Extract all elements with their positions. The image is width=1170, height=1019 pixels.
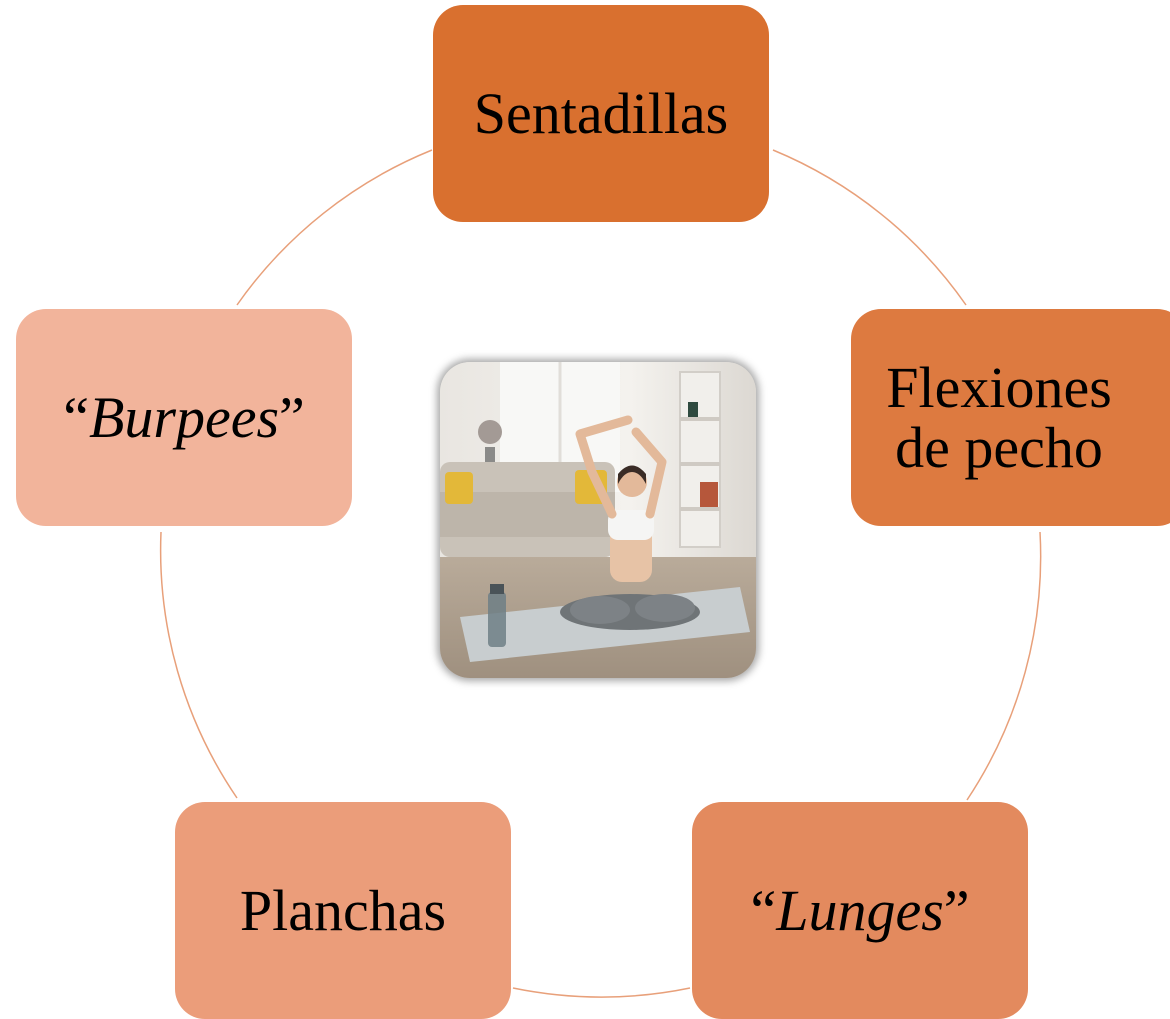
node-burpees: “Burpees” (16, 309, 352, 526)
ring-arc-left-top (236, 149, 433, 306)
ring-arc-bottom (512, 987, 691, 998)
node-label: “Burpees” (63, 384, 305, 450)
node-planchas: Planchas (175, 802, 511, 1019)
ring-arc-left-bottom (159, 531, 238, 799)
ring-arc-top-right (772, 149, 967, 306)
node-lunges: “Lunges” (692, 802, 1028, 1019)
node-flexiones-de-pecho: Flexiones de pecho (851, 309, 1170, 526)
center-photo (440, 362, 756, 678)
node-sentadillas: Sentadillas (433, 5, 769, 222)
node-label: Flexiones de pecho (886, 355, 1112, 480)
woman-stretching-photo-icon (440, 362, 756, 678)
node-label: “Lunges” (750, 877, 970, 943)
node-label: Sentadillas (473, 80, 729, 146)
node-label: Planchas (239, 877, 447, 943)
ring-arc-right-bottom (966, 531, 1042, 801)
